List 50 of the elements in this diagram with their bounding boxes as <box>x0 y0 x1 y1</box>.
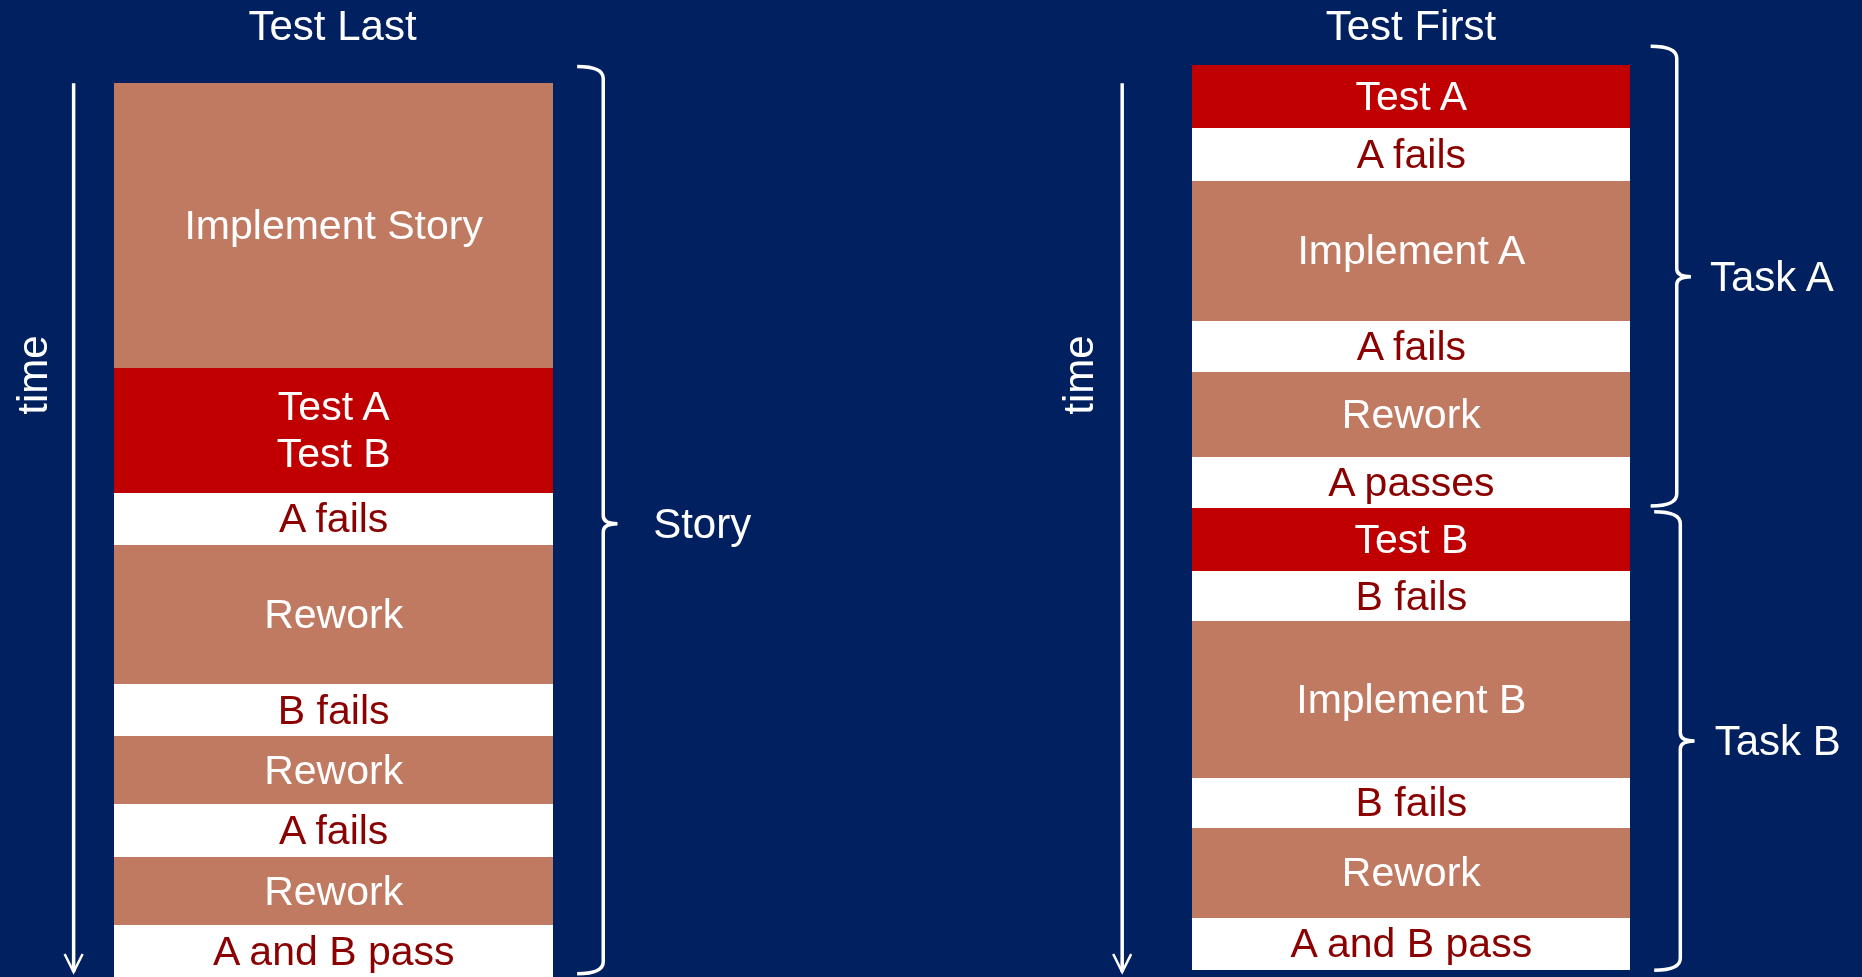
block-text: Test B <box>1354 516 1469 564</box>
block-text: Rework <box>1341 390 1481 438</box>
block-text: Test B <box>276 430 391 478</box>
block-text: B fails <box>1355 572 1468 620</box>
timeline-block <box>1192 508 1631 572</box>
block-text: A and B pass <box>212 927 455 975</box>
brace-label: Story <box>653 502 752 545</box>
timeline-block <box>1192 320 1631 372</box>
axis-label: time <box>11 335 54 415</box>
block-text: A passes <box>1328 459 1495 507</box>
block-text: Rework <box>264 590 404 639</box>
timeline-block <box>1192 180 1631 321</box>
timeline-block <box>1192 917 1631 971</box>
timeline-block <box>1192 65 1631 129</box>
timeline-block <box>1192 827 1631 918</box>
block-text: Rework <box>264 867 404 915</box>
timeline-block <box>1192 571 1631 622</box>
block-text: Test A <box>1355 73 1468 121</box>
brace-label: Task A <box>1710 255 1834 298</box>
block-text: Rework <box>1341 849 1481 897</box>
timeline-block <box>1192 457 1631 509</box>
block-text: B fails <box>277 686 390 734</box>
block-text: Test A <box>277 383 390 431</box>
timeline-block <box>1192 128 1631 181</box>
timeline-block <box>114 684 554 737</box>
timeline-block <box>1192 621 1631 778</box>
brace-label: Task B <box>1714 720 1841 762</box>
timeline-block <box>114 492 554 546</box>
timeline-block <box>1192 777 1631 828</box>
block-text: A fails <box>279 495 389 543</box>
block-text: Implement A <box>1297 227 1526 275</box>
block-text: A and B pass <box>1290 920 1533 968</box>
timeline-block <box>114 368 554 493</box>
timeline-block <box>114 857 554 926</box>
timeline-block <box>114 803 554 858</box>
timeline-block <box>114 545 554 684</box>
block-text: A fails <box>279 807 389 855</box>
block-text: Rework <box>264 746 404 794</box>
timeline-block <box>114 925 554 977</box>
column-heading: Test Last <box>248 5 417 48</box>
timeline-block <box>114 736 554 804</box>
axis-label: time <box>1057 335 1100 415</box>
block-text: A fails <box>1356 130 1467 178</box>
block-text: Implement B <box>1296 675 1527 723</box>
block-text: B fails <box>1355 779 1468 827</box>
block-text: Implement Story <box>184 202 483 250</box>
column-heading: Test First <box>1325 5 1497 48</box>
timeline-block <box>114 83 554 369</box>
block-text: A fails <box>1356 322 1467 370</box>
timeline-block <box>1192 371 1631 458</box>
